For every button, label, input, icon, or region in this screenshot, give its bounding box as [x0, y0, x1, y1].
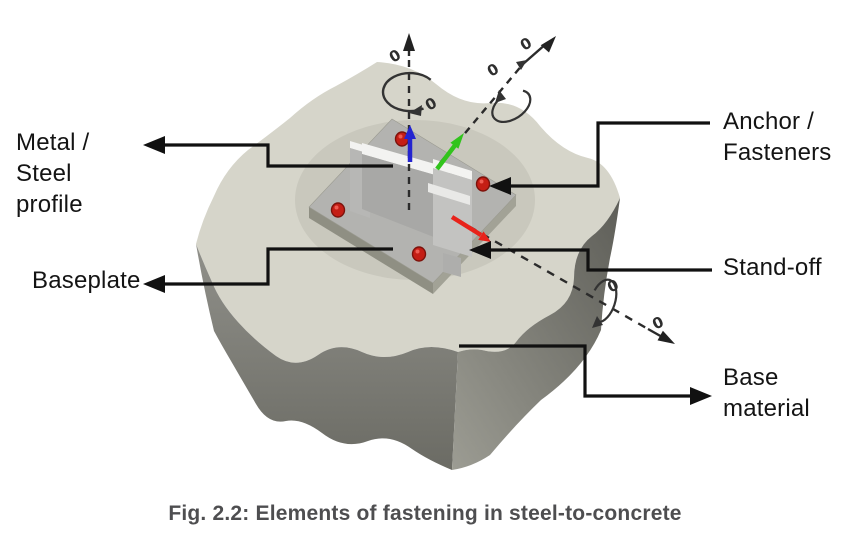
transverse-axis-dashed-line: [455, 217, 649, 331]
figure-caption: Fig. 2.2: Elements of fastening in steel…: [168, 502, 682, 525]
longitudinal-rotation-arrow-icon: [491, 89, 532, 123]
label-base-material: Base material: [723, 364, 810, 422]
transverse-axis-arrow: [450, 215, 483, 237]
longitudinal-axis-dashed-line: [439, 63, 524, 164]
vertical-axis-arrow-tip-icon: [404, 125, 416, 139]
metal-profile-arrowhead-icon: [143, 136, 165, 154]
longitudinal-axis-arrow: [435, 142, 458, 171]
label-leaders: [151, 121, 712, 398]
metal-profile-leader-line: [151, 143, 393, 168]
vertical-axis-arrowhead-icon: [403, 33, 415, 51]
anchor-dot: [411, 246, 427, 262]
rotation-zero-marker-icon: 0: [604, 276, 621, 297]
transverse-axis-arrowhead-icon: [657, 330, 675, 344]
anchors: [330, 131, 491, 262]
transverse-rotation-arrow-icon: [593, 278, 618, 324]
anchor-arrowhead-icon: [489, 177, 511, 195]
transverse-axis-arrow-tip-icon: [478, 231, 491, 242]
rotation-arrows: [381, 60, 618, 328]
vertical-rotation-arrow-icon: [381, 71, 432, 113]
profile-web-top-edge: [362, 143, 449, 179]
anchor-leader-line: [497, 121, 710, 188]
label-anchor-fasteners: Anchor / Fasteners: [723, 108, 832, 166]
vertical-rotation-arrowhead-icon: [409, 105, 422, 116]
concrete-left-face: [196, 244, 458, 470]
rotation-axis-arrowheads: [403, 33, 675, 344]
label-standoff: Stand-off: [723, 254, 822, 281]
label-leader-arrowheads: [143, 136, 712, 405]
profile-web: [362, 154, 449, 243]
profile-bottom-flange-edge: [428, 183, 470, 205]
coordinate-arrows: [404, 125, 491, 242]
label-metal-steel-profile: Metal / Steel profile: [16, 129, 90, 218]
steel-profile-3d: [350, 141, 472, 277]
longitudinal-axis-arrowhead-icon: [540, 36, 556, 53]
rotation-zero-marker-icon: 0: [484, 60, 502, 81]
longitudinal-rotation-arrowhead-icon: [495, 90, 506, 103]
baseplate-leader-line: [151, 247, 393, 286]
profile-right-flange: [433, 168, 472, 257]
profile-standoff-support: [443, 253, 461, 277]
anchor-dot: [330, 202, 346, 218]
standoff-leader-line: [477, 248, 712, 272]
rotation-zero-marker-icon: 0: [517, 34, 535, 55]
longitudinal-rotation-arrowhead-icon: [516, 60, 527, 70]
base-material-leader-line: [459, 344, 701, 398]
label-baseplate: Baseplate: [32, 267, 141, 294]
standoff-arrowhead-icon: [469, 241, 491, 259]
transverse-rotation-arrowhead-icon: [592, 316, 603, 328]
longitudinal-axis-arrow-tip-icon: [450, 133, 464, 149]
concrete-right-face: [452, 198, 620, 470]
anchor-dot: [475, 176, 491, 192]
baseplate-arrowhead-icon: [143, 275, 165, 293]
base-material-arrowhead-icon: [690, 387, 712, 405]
